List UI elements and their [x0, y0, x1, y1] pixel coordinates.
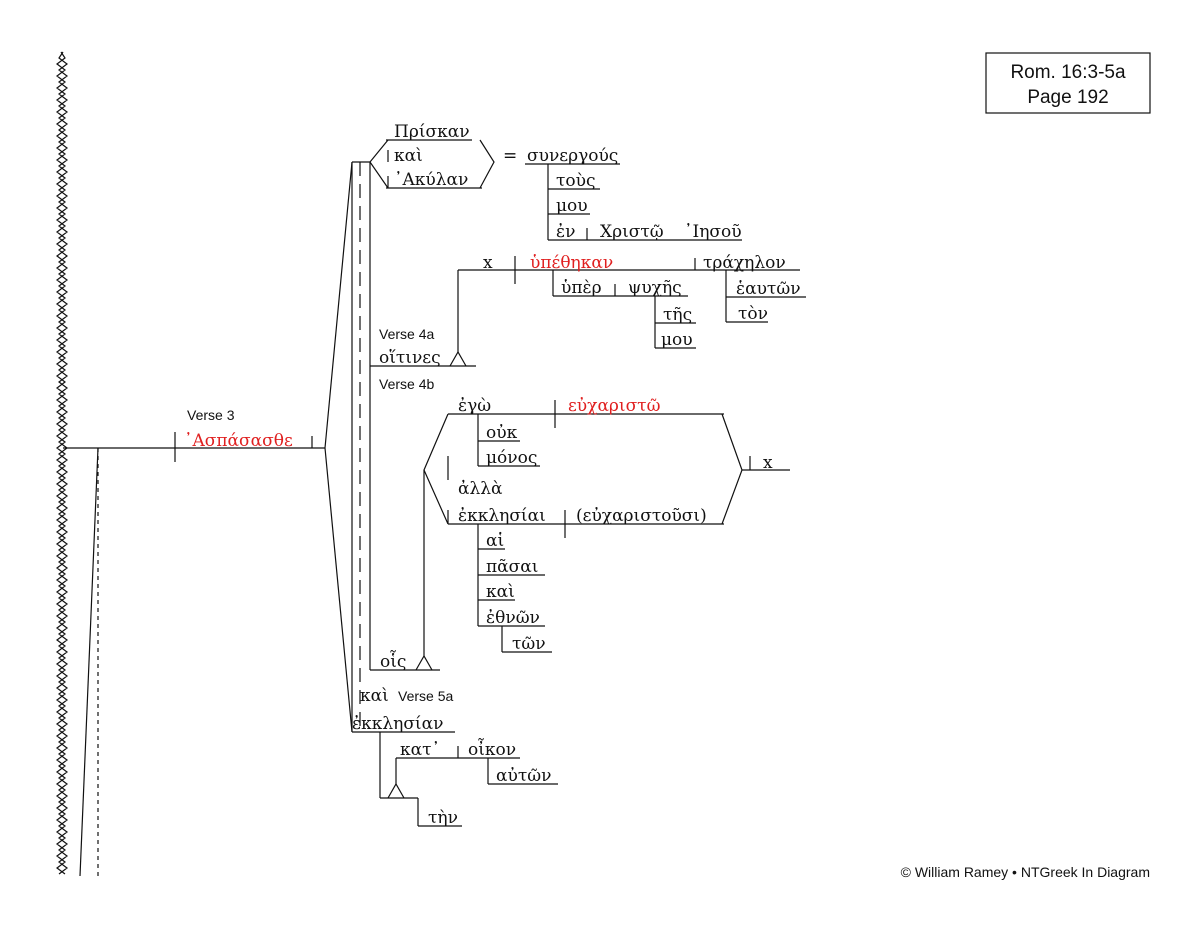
word-kai-2: καὶ — [486, 582, 515, 602]
compound-bracket-right — [479, 139, 495, 189]
reference-line-2: Page 192 — [1027, 87, 1108, 108]
word-hoitines: οἵτινες — [379, 348, 441, 368]
fork-upper — [324, 161, 353, 449]
word-kai-1: καὶ — [394, 146, 423, 166]
margin-zigzag-outer — [56, 51, 66, 875]
kat-pedestal — [387, 782, 405, 799]
word-ethnon: ἐθνῶν — [486, 608, 540, 628]
word-ekklesiai: ἐκκλησίαι — [458, 506, 546, 526]
word-kai-3: καὶ — [360, 686, 389, 706]
word-huper: ὑπὲρ — [561, 278, 602, 298]
word-ekklesian: ἐκκλησίαν — [352, 714, 443, 734]
subject-slant — [79, 447, 99, 877]
reference-box — [985, 52, 1151, 114]
copyright-text: © William Ramey • NTGreek In Diagram — [901, 864, 1150, 880]
word-mou-1: μου — [556, 196, 588, 216]
word-aspasasthe: ᾿Ασπάσασθε — [184, 431, 293, 451]
word-pasai: πᾶσαι — [486, 557, 538, 577]
label-verse-4b: Verse 4b — [379, 376, 434, 392]
label-verse-4a: Verse 4a — [379, 326, 434, 342]
reference-line-1: Rom. 16:3-5a — [1010, 62, 1126, 83]
word-ton-2: τῶν — [512, 634, 546, 654]
word-oikon: οἶκον — [468, 738, 516, 760]
equals-sign: = — [503, 146, 517, 166]
word-priskan: Πρίσκαν — [394, 122, 470, 142]
hois-pedestal — [415, 654, 433, 671]
word-psuches: ψυχῆς — [628, 278, 682, 298]
word-monos: μόνος — [486, 448, 537, 468]
word-christo: Χριστῷ — [600, 222, 664, 242]
word-tes: τῆς — [663, 305, 692, 325]
word-mou-2: μου — [661, 330, 693, 350]
word-kat: κατ᾿ — [400, 740, 440, 760]
word-eucharistousi: (εὐχαριστοῦσι) — [576, 506, 707, 526]
word-en: ἐν — [556, 222, 575, 242]
word-tous: τοὺς — [556, 171, 596, 191]
compound-bracket-left — [369, 139, 389, 189]
word-heauton: ἑαυτῶν — [736, 279, 801, 299]
word-hupethekan: ὑπέθηκαν — [530, 253, 613, 273]
word-iesou: ᾿Ιησοῦ — [684, 222, 742, 242]
fork-lower — [324, 447, 353, 733]
word-ouk: οὐκ — [486, 423, 518, 443]
rel-pedestal — [449, 350, 467, 367]
label-verse-5a: Verse 5a — [398, 688, 453, 704]
word-hois: οἷς — [380, 650, 406, 672]
word-trachelon: τράχηλον — [703, 253, 786, 273]
word-ten: τὴν — [428, 808, 458, 828]
word-hai: αἱ — [486, 531, 504, 551]
margin-zigzag-inner — [58, 51, 68, 875]
word-synergous: συνεργούς — [527, 146, 618, 166]
word-auton: αὐτῶν — [496, 766, 551, 786]
word-eucharisto: εὐχαριστῶ — [568, 396, 661, 416]
label-verse-3: Verse 3 — [187, 407, 235, 423]
compound-clause-bracket-right — [721, 413, 743, 525]
word-x-1: x — [483, 253, 493, 273]
compound-clause-bracket-left — [423, 413, 449, 525]
word-alla: ἀλλὰ — [458, 479, 503, 499]
word-ton-1: τὸν — [738, 304, 768, 324]
word-x-2: x — [763, 453, 773, 473]
word-ego: ἐγὼ — [458, 396, 491, 416]
word-akulan: ᾿Ακύλαν — [394, 170, 468, 190]
